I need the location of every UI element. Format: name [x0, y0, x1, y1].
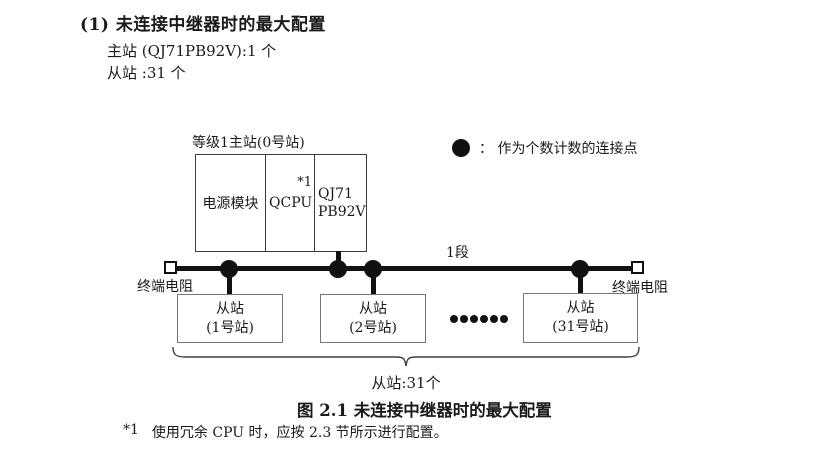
spec-line-slave: 从站 :31 个 — [107, 64, 186, 82]
qcpu-cell: *1 QCPU — [266, 155, 315, 251]
connection-dot-master — [329, 260, 347, 278]
master-station-label: 等级1主站(0号站) — [192, 135, 305, 151]
terminating-resistor-left-icon — [164, 261, 177, 274]
footnote-marker-superscript: *1 — [297, 175, 312, 190]
power-module-cell: 电源模块 — [196, 155, 266, 251]
connection-dot-slave1 — [220, 260, 238, 278]
figure-caption: 图 2.1 未连接中继器时的最大配置 — [297, 401, 552, 420]
brace-count-label: 从站:31个 — [371, 374, 441, 392]
segment-label: 1段 — [446, 245, 469, 261]
terminating-resistor-right-label: 终端电阻 — [612, 280, 668, 296]
terminating-resistor-left-label: 终端电阻 — [137, 279, 193, 295]
slave2-label-line2: (2号站) — [349, 319, 397, 336]
qcpu-label: QCPU — [269, 195, 313, 211]
master-station-box: 电源模块 *1 QCPU QJ71 PB92V — [195, 154, 367, 252]
master-drop-line — [336, 251, 341, 267]
legend: ： 作为个数计数的连接点 — [452, 138, 637, 158]
spec-line-master: 主站 (QJ71PB92V):1 个 — [107, 42, 277, 60]
terminating-resistor-right-icon — [631, 261, 644, 274]
ellipsis-dots-icon — [450, 315, 508, 323]
legend-text: ： 作为个数计数的连接点 — [479, 141, 638, 157]
slave-station-box-31: 从站 (31号站) — [523, 293, 638, 343]
slave2-label-line1: 从站 — [359, 300, 387, 317]
footnote: *1 使用冗余 CPU 时，应按 2.3 节所示进行配置。 — [123, 422, 448, 442]
footnote-text: 使用冗余 CPU 时，应按 2.3 节所示进行配置。 — [151, 425, 448, 441]
footnote-marker: *1 — [123, 422, 139, 438]
slave1-label-line1: 从站 — [216, 300, 244, 317]
brace-bracket — [172, 346, 640, 367]
slave2-drop-line — [371, 268, 376, 294]
slave31-label-line1: 从站 — [566, 300, 595, 317]
slave31-drop-line — [578, 268, 583, 293]
qj71-label-line2: PB92V — [318, 204, 366, 220]
connection-point-icon — [452, 139, 470, 157]
slave31-label-line2: (31号站) — [552, 319, 609, 335]
connection-dot-slave2 — [364, 260, 382, 278]
slave-station-box-1: 从站 (1号站) — [177, 294, 283, 343]
slave-station-box-2: 从站 (2号站) — [320, 294, 426, 343]
slave1-drop-line — [227, 268, 232, 294]
connection-dot-slave31 — [571, 260, 589, 278]
section-heading: (1) 未连接中继器时的最大配置 — [80, 15, 326, 35]
qj71-label-line1: QJ71 — [318, 185, 353, 202]
slave1-label-line2: (1号站) — [206, 319, 254, 336]
qj71pb92v-cell: QJ71 PB92V — [315, 155, 366, 251]
bus-segment-line — [171, 266, 638, 271]
